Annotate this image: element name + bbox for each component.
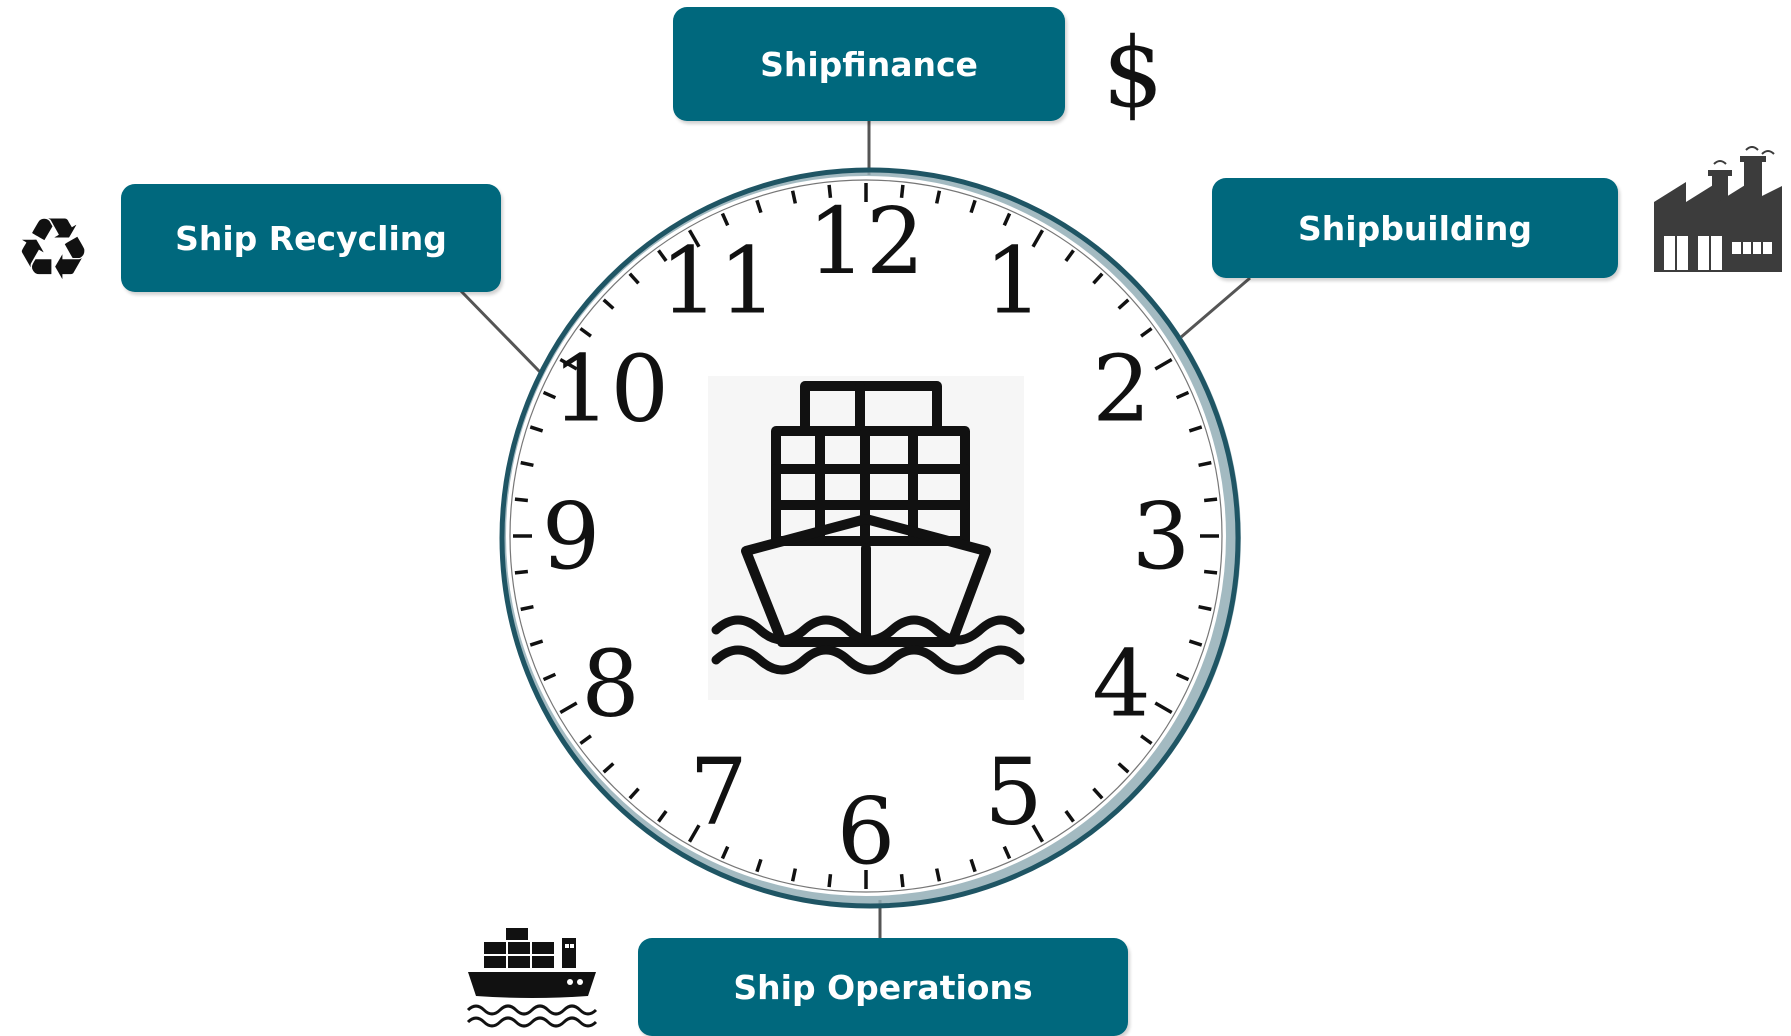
clock-tick	[687, 229, 701, 248]
clock-numeral-7: 7	[689, 738, 748, 845]
clock-tick	[720, 212, 730, 227]
clock-tick	[1031, 229, 1045, 248]
clock-tick	[1092, 272, 1104, 285]
clock-tick	[1154, 701, 1173, 715]
clock-tick	[514, 497, 529, 503]
shipbuilding-label: Shipbuilding	[1298, 208, 1532, 248]
clock-tick	[1117, 298, 1130, 310]
clock-tick	[1140, 327, 1153, 338]
clock-tick	[1154, 357, 1173, 371]
cargo-ship-icon	[466, 928, 598, 1028]
ship-recycling-box: Ship Recycling	[121, 184, 501, 292]
dollar-icon: $	[1102, 17, 1164, 129]
clock-numeral-9: 9	[542, 483, 601, 590]
clock-numeral-8: 8	[581, 631, 640, 738]
clock-tick	[520, 460, 534, 468]
clock-ticks	[513, 183, 1219, 889]
clock-tick	[1203, 497, 1218, 503]
clock-tick	[827, 184, 833, 199]
clock-tick	[529, 639, 544, 647]
clock-tick	[790, 868, 798, 882]
ship-operations-label: Ship Operations	[733, 967, 1033, 1007]
clock-tick	[1140, 734, 1153, 745]
clock-tick	[602, 298, 615, 310]
clock-tick	[529, 425, 544, 433]
connector-right	[1179, 276, 1251, 340]
clock-tick	[969, 858, 977, 873]
clock-tick	[1203, 569, 1218, 575]
clock-numeral-10: 10	[552, 336, 669, 443]
clock-tick	[657, 249, 668, 262]
container-ship-icon	[708, 376, 1025, 700]
clock-tick	[720, 845, 730, 860]
clock-tick	[790, 190, 798, 204]
clock-tick	[559, 357, 578, 371]
clock-numeral-3: 3	[1132, 483, 1191, 590]
clock-tick	[520, 604, 534, 612]
clock-numeral-11: 11	[660, 228, 777, 335]
clock-tick	[1117, 762, 1130, 774]
clock-numeral-6: 6	[837, 778, 896, 885]
clock-tick	[1175, 672, 1190, 682]
ship-operations-box: Ship Operations	[638, 938, 1128, 1036]
clock-tick	[1092, 787, 1104, 800]
recycle-icon: ♻	[14, 200, 92, 300]
clock-tick	[542, 672, 557, 682]
clock-tick	[1198, 460, 1212, 468]
clock-tick	[628, 272, 640, 285]
clock-tick	[579, 327, 592, 338]
clock-tick	[899, 184, 905, 199]
clock-tick	[579, 734, 592, 745]
clock-tick	[628, 787, 640, 800]
clock-tick	[1002, 212, 1012, 227]
clock-tick	[602, 762, 615, 774]
clock-tick	[969, 199, 977, 214]
clock-numeral-4: 4	[1092, 631, 1151, 738]
clock-ring	[499, 167, 1241, 909]
shipfinance-label: Shipfinance	[760, 44, 978, 84]
clock-tick	[1198, 604, 1212, 612]
clock-tick	[1188, 639, 1203, 647]
clock-tick	[755, 199, 763, 214]
clock-numeral-5: 5	[984, 738, 1043, 845]
clock-tick	[1064, 249, 1075, 262]
clock-numeral-1: 1	[984, 228, 1043, 335]
connector-left	[458, 288, 542, 374]
shipfinance-box: Shipfinance	[673, 7, 1065, 121]
clock-tick	[1188, 425, 1203, 433]
clock-tick	[827, 873, 833, 888]
clock-tick	[542, 390, 557, 400]
clock-tick	[934, 868, 942, 882]
clock-tick	[934, 190, 942, 204]
clock-numeral-2: 2	[1092, 336, 1151, 443]
clock-tick	[1002, 845, 1012, 860]
clock-tick	[657, 810, 668, 823]
clock-tick	[899, 873, 905, 888]
clock-tick	[755, 858, 763, 873]
clock-tick	[1064, 810, 1075, 823]
clock-tick	[514, 569, 529, 575]
clock-tick	[559, 701, 578, 715]
ship-recycling-label: Ship Recycling	[175, 218, 447, 258]
clock-tick	[1175, 390, 1190, 400]
clock-numeral-12: 12	[807, 188, 924, 295]
clock-tick	[687, 824, 701, 843]
factory-icon	[1654, 146, 1782, 272]
shipbuilding-box: Shipbuilding	[1212, 178, 1618, 278]
clock-tick	[1031, 824, 1045, 843]
